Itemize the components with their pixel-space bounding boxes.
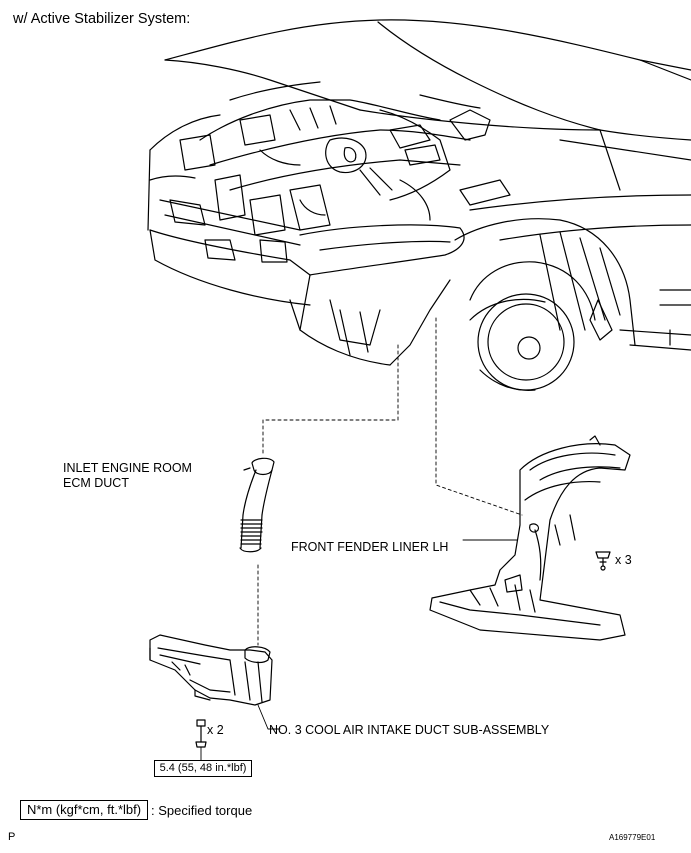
illustration-code: A169779E01 — [609, 833, 656, 842]
inlet-duct-leader — [262, 344, 399, 456]
vehicle-front-illustration — [147, 19, 691, 391]
inlet-duct-label: INLET ENGINE ROOM ECM DUCT — [63, 461, 192, 491]
page-mark: P — [8, 831, 16, 843]
torque-legend-description: : Specified torque — [151, 803, 253, 818]
inlet-duct-label-line1: INLET ENGINE ROOM — [63, 461, 192, 475]
torque-legend-box: N*m (kgf*cm, ft.*lbf) — [20, 800, 148, 820]
inlet-ecm-duct-part — [239, 457, 275, 553]
leader-lines — [257, 317, 523, 646]
fender-clip-bolt — [595, 551, 611, 571]
front-fender-liner-part — [429, 435, 631, 641]
fender-bolt-quantity: x 3 — [615, 553, 632, 567]
torque-spec-box: 5.4 (55, 48 in.*lbf) — [154, 760, 252, 777]
diagram-title: w/ Active Stabilizer System: — [13, 11, 191, 27]
fender-liner-label: FRONT FENDER LINER LH — [291, 540, 449, 554]
cool-air-intake-duct-part — [149, 634, 273, 706]
duct-bolt-quantity: x 2 — [207, 723, 224, 737]
duct-mounting-bolt — [195, 719, 207, 761]
fender-liner-leader — [435, 317, 523, 516]
inlet-duct-label-line2: ECM DUCT — [63, 476, 129, 490]
cool-air-duct-label: NO. 3 COOL AIR INTAKE DUCT SUB-ASSEMBLY — [269, 723, 550, 737]
